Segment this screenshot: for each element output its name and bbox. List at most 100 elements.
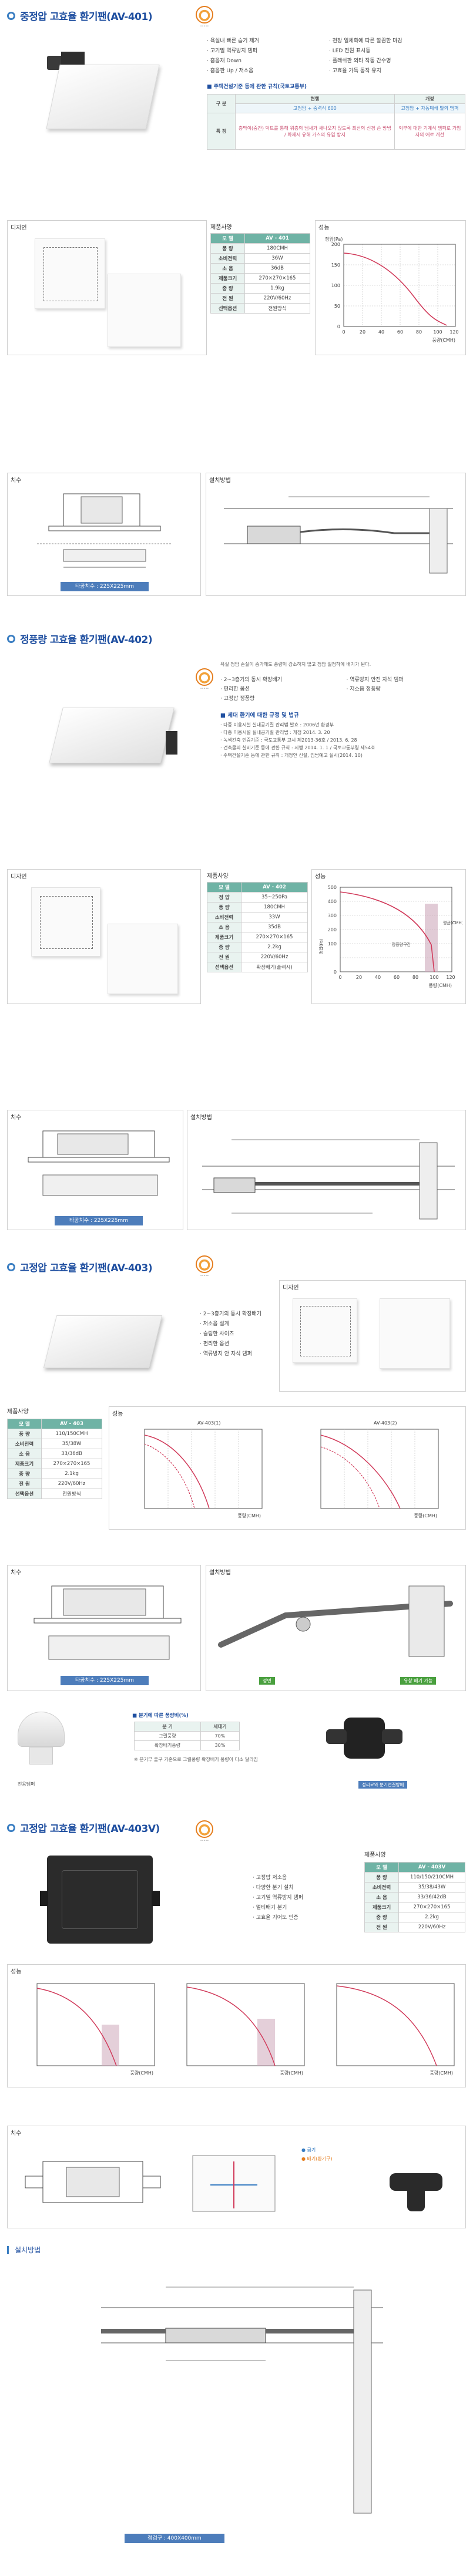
dimension-label: 치수 (11, 2130, 22, 2137)
dimension-drawing (28, 1130, 170, 1196)
performance-box: 성능 풍량(CMH) 풍량(CMH) 풍량(CMH) (7, 1964, 466, 2087)
features-list: · 2~3층기의 동시 확장배기 · 편리한 옵션 · 고정압 정풍량 · 역류… (220, 675, 467, 703)
law-item: · 주택건설기준 등에 관한 규칙 : 개정안 신설, 입법예고 실시(2014… (220, 753, 363, 758)
features-list: · 고정압 저소음 · 다양한 분기 설치 · 고기밀 역류방지 댐퍼 · 멀티… (253, 1873, 335, 1923)
fan-grille-front-image (31, 887, 100, 957)
feature-item: · 2~3층기의 동시 확장배기 (200, 1311, 261, 1317)
performance-box: 성능 AV-403(1) 풍량(CMH) AV-403(2) 풍량(CMH) (109, 1406, 466, 1530)
ventilation-fan-product-image (43, 1315, 163, 1368)
branch-connector-image (326, 1706, 405, 1776)
sun-logo-icon (196, 1820, 213, 1838)
law-item: · 다중 이용시설 실내공기질 관리법 : 개정 2014. 3. 20 (220, 730, 330, 735)
svg-text:400: 400 (328, 899, 337, 904)
y-tick: 0 (337, 324, 340, 329)
install-box: 설치방법 정면 유창 배기 가능 (206, 1565, 466, 1691)
x-tick: 20 (360, 329, 365, 335)
features-list-left: · 욕실내 빠른 습기 제거 · 고기밀 역류방지 댐퍼 · 흡음재 Down … (207, 36, 330, 76)
feature-item: · 욕실내 빠른 습기 제거 (207, 38, 259, 44)
product-title-av403v: 고정압 고효율 환기팬(AV-403V) (7, 1820, 160, 1835)
svg-text:200: 200 (328, 927, 337, 932)
svg-text:40: 40 (375, 975, 381, 980)
svg-text:0: 0 (338, 975, 341, 980)
cutout-size-caption: 타공치수 : 225X225mm (61, 582, 149, 591)
install-box: 점검구 : 400X400mm (7, 2261, 466, 2566)
feature-item: · 고기밀 역류방지 댐퍼 (207, 48, 257, 54)
law-item: · 다중 이용시설 실내공기질 관리법 발효 : 2006년 환경부 (220, 722, 334, 728)
legend-exhaust: ● 배기(환기구) (301, 2156, 333, 2161)
product-title-text: 고정압 고효율 환기팬(AV-403) (20, 1262, 153, 1274)
feature-item: · 고정압 저소음 (253, 1875, 287, 1881)
y-tick: 50 (334, 304, 340, 309)
brand-logo: ••••• (194, 1255, 215, 1278)
law-item: · 녹색건축 인증기준 : 국토교통부 고시 제2013-36호 / 2013.… (220, 738, 357, 743)
feature-item: · 저소음 설계 (200, 1321, 229, 1327)
feature-item: · 고효율 가득 동작 유지 (329, 68, 381, 74)
svg-text:풍량(CMH): 풍량(CMH) (430, 2070, 453, 2076)
feature-item: · 편리한 옵션 (200, 1341, 229, 1347)
spec-label: 제품사양 (7, 1409, 29, 1415)
ventilation-unit-product-image (40, 1856, 160, 1944)
design-label: 디자인 (283, 1285, 299, 1291)
dimension-box: 치수 타공치수 : 225X225mm (7, 1565, 201, 1691)
performance-chart-av403v-a: 풍량(CMH) (36, 1983, 155, 2076)
usage-note: ※ 분기부 출구 기준으로 그릴풍량 확장배기 풍량이 다소 달라짐 (134, 1757, 259, 1762)
design-box: 디자인 (7, 869, 201, 1004)
x-tick: 100 (433, 329, 442, 335)
x-tick: 60 (397, 329, 403, 335)
bullet-icon (7, 1823, 15, 1832)
feature-item: · 플래쉬판 외타 작동 간수명 (329, 58, 391, 64)
fan-cover-front-image (108, 924, 178, 994)
sun-logo-icon (196, 668, 213, 686)
svg-text:풍량(CMH): 풍량(CMH) (280, 2070, 303, 2076)
install-label: 설치방법 (190, 1114, 212, 1121)
band-label: 정풍량구간 (392, 942, 411, 947)
x-tick: 120 (449, 329, 458, 335)
cutout-size-caption: 타공치수 : 225X225mm (55, 1216, 143, 1225)
feature-item: · 고기밀 역류방지 댐퍼 (253, 1895, 303, 1901)
performance-chart-av401: 200 150 100 50 0 0 20 40 60 80 100 120 풍… (325, 236, 459, 343)
product-title-text: 중정압 고효율 환기팬(AV-401) (20, 11, 153, 23)
law-head-current: 현행 (235, 94, 395, 104)
ventilation-fan-product-image (46, 65, 160, 129)
connector-caption: 정리료와 분기연결방에 (358, 1781, 408, 1789)
dimension-label: 치수 (11, 1114, 22, 1121)
spec-label: 제품사양 (364, 1852, 386, 1858)
cutout-size-caption: 타공치수 : 225X225mm (61, 1676, 149, 1685)
dimension-drawing (33, 1585, 182, 1660)
y-axis-label: 정압(Pa) (318, 938, 324, 954)
features-list: · 2~3층기의 동시 확장배기 · 저소음 설계 · 슬림한 사이즈 · 편리… (200, 1309, 282, 1359)
features-list-right: · 천장 일체화에 따른 깔끔한 마감 · LED 전원 표시등 · 플래쉬판 … (329, 36, 464, 76)
svg-text:AV-403(1): AV-403(1) (197, 1420, 220, 1426)
product-title-text: 고정압 고효율 환기팬(AV-403V) (20, 1823, 160, 1835)
law-cell: 외부에 대한 기계식 댐퍼로 가입자의 애로 개선 (394, 113, 466, 150)
band-sublabel: 평균(CMH) (443, 920, 462, 925)
performance-chart-av403v-c: 풍량(CMH) (336, 1983, 455, 2076)
performance-label: 성능 (318, 225, 330, 231)
spec-label: 제품사양 (207, 873, 229, 880)
product-title-av401: 중정압 고효율 환기팬(AV-401) (7, 8, 153, 23)
dimension-drawing (37, 493, 172, 568)
fan-cover-front-image (380, 1298, 450, 1369)
feature-item: · 멀티배기 분기 (253, 1905, 287, 1911)
install-diagram (202, 1139, 455, 1220)
law-item: · 건축물의 설비기준 등에 관한 규칙 : 시행 2014. 1. 1 / 국… (220, 745, 375, 750)
law-col-label: 구 분 (207, 94, 236, 113)
performance-label: 성능 (11, 1969, 22, 1975)
legend-supply: ● 급기 (301, 2147, 316, 2153)
x-tick: 80 (416, 329, 422, 335)
bullet-icon (7, 634, 15, 643)
law-title: ■ 주택건설기준 등에 관한 규칙(국토교통부) (207, 84, 307, 90)
sun-logo-icon (196, 6, 213, 23)
feature-item: · 2~3층기의 동시 확장배기 (220, 677, 282, 683)
design-label: 디자인 (11, 225, 27, 231)
feature-item: · LED 전원 표시등 (329, 48, 371, 54)
install-tag: 정면 (259, 1677, 275, 1685)
install-diagram (101, 2287, 383, 2514)
